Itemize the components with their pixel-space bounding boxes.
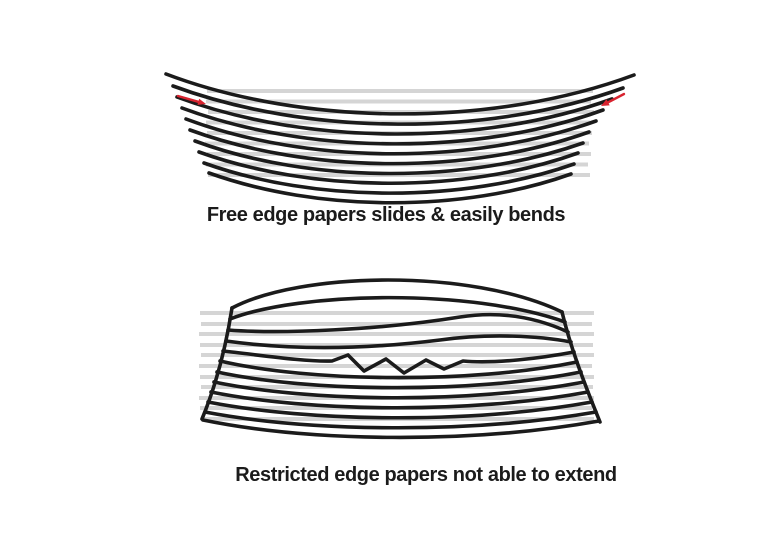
buckled-sheet (230, 278, 564, 314)
arrow-head (601, 99, 610, 106)
restricted-edge-caption: Restricted edge papers not able to exten… (235, 464, 616, 486)
paper-sheet (202, 161, 576, 195)
buckled-sheet (228, 295, 567, 324)
paper-sheet (218, 359, 579, 380)
paper-sheet (215, 370, 583, 390)
restricted-paper-stack (200, 278, 602, 440)
arrow-head (197, 98, 206, 105)
bent-paper-sheets (164, 72, 636, 205)
paper-sheet (206, 400, 594, 420)
restricted-edge-diagram: Restricted edge papers not able to exten… (199, 278, 617, 486)
free-edge-diagram: Free edge papers slides & easily bends (164, 72, 636, 226)
arrow-shaft (605, 92, 626, 105)
wavy-sheet (226, 312, 570, 334)
paper-sheet (203, 410, 598, 430)
paper-sheet (201, 418, 601, 440)
right-slide-arrow-icon (601, 92, 626, 106)
paper-sheet (180, 106, 605, 146)
free-edge-caption: Free edge papers slides & easily bends (207, 204, 566, 226)
paper-sheet (209, 390, 590, 410)
paper-sheet (175, 95, 614, 136)
paper-sheet (171, 84, 625, 126)
paper-sheet (212, 380, 586, 400)
paper-sheet (164, 72, 636, 116)
left-slide-arrow-icon (176, 94, 206, 105)
arrow-shaft (176, 94, 200, 103)
paper-sheet (193, 139, 585, 176)
wavy-sheet (224, 334, 573, 350)
paper-sheet (184, 117, 598, 156)
crinkled-sheet (221, 349, 576, 375)
paper-sheet (207, 171, 573, 205)
paper-sheet (197, 150, 580, 186)
paper-sheet (188, 128, 591, 166)
